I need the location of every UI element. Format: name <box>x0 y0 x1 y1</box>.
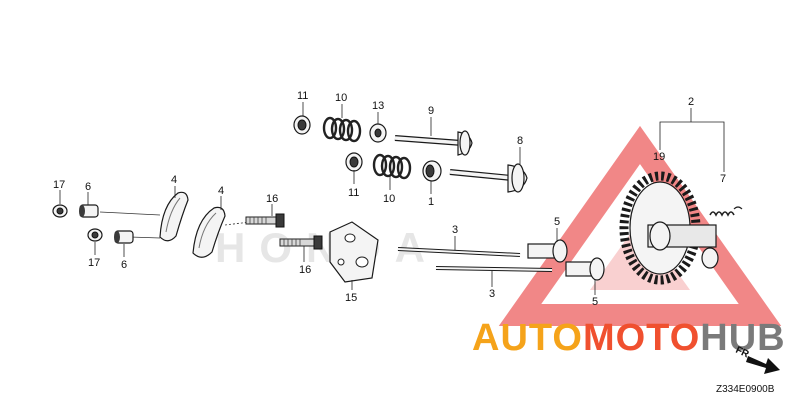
valve-cap-13 <box>369 123 387 143</box>
valve-retainer-upper <box>293 115 311 135</box>
exhaust-valve <box>449 163 528 193</box>
label-5-upper: 5 <box>554 216 560 228</box>
intake-valve <box>394 130 473 156</box>
label-16-lower: 16 <box>299 264 311 276</box>
rocker-arm-left <box>159 191 189 242</box>
label-3-lower: 3 <box>489 288 495 300</box>
push-rod-guide-plate <box>329 221 379 283</box>
tappet-lower <box>565 257 605 281</box>
label-15: 15 <box>345 292 357 304</box>
rocker-arm-right <box>192 206 226 258</box>
label-16-upper: 16 <box>266 193 278 205</box>
label-4-left: 4 <box>171 174 177 186</box>
label-10-lower: 10 <box>383 193 395 205</box>
rocker-pin-upper <box>79 204 99 218</box>
pivot-bolt-upper <box>245 213 285 228</box>
leader-lines <box>59 102 725 295</box>
label-2: 2 <box>688 96 694 108</box>
pivot-bolt-lower <box>279 235 323 250</box>
label-6-lower: 6 <box>121 259 127 271</box>
label-13: 13 <box>372 100 384 112</box>
watermark-wordmark: AUTOMOTOHUB <box>472 317 786 359</box>
label-4-right: 4 <box>218 185 224 197</box>
label-1: 1 <box>428 196 434 208</box>
label-11-upper: 11 <box>297 90 308 102</box>
label-10-upper: 10 <box>335 92 347 104</box>
label-11-lower: 11 <box>348 187 359 199</box>
watermark-auto: AUTO <box>472 317 583 359</box>
watermark-hub: HUB <box>700 317 785 359</box>
camshaft-gear <box>619 171 719 285</box>
front-arrow-icon <box>746 356 780 374</box>
valve-spring-upper <box>322 116 362 143</box>
push-rod-lower <box>435 266 553 272</box>
watermark-moto: MOTO <box>583 317 700 359</box>
label-9: 9 <box>428 105 434 117</box>
label-3-upper: 3 <box>452 224 458 236</box>
label-19: 19 <box>653 151 665 163</box>
label-6-upper: 6 <box>85 181 91 193</box>
svg-text:AUTOMOTOHUB: AUTOMOTOHUB <box>472 317 786 359</box>
diagram-code: Z334E0900B <box>716 384 775 395</box>
label-7: 7 <box>720 173 726 185</box>
push-rod-upper <box>397 247 521 257</box>
label-5-lower: 5 <box>592 296 598 308</box>
label-17-upper: 17 <box>53 179 65 191</box>
valve-spring-lower <box>372 153 412 180</box>
tappet-upper <box>527 239 568 263</box>
label-8: 8 <box>517 135 523 147</box>
valve-retainer-lower <box>345 152 363 172</box>
label-17-lower: 17 <box>88 257 100 269</box>
callout-labels: 11 10 13 9 8 2 19 7 11 10 1 17 6 4 4 16 … <box>53 90 726 308</box>
decompressor-spring <box>709 206 743 217</box>
adjusting-nut-upper <box>52 204 68 218</box>
rocker-pin-lower <box>114 230 134 244</box>
adjusting-nut-lower <box>87 228 103 242</box>
valve-seal-1 <box>422 160 442 182</box>
